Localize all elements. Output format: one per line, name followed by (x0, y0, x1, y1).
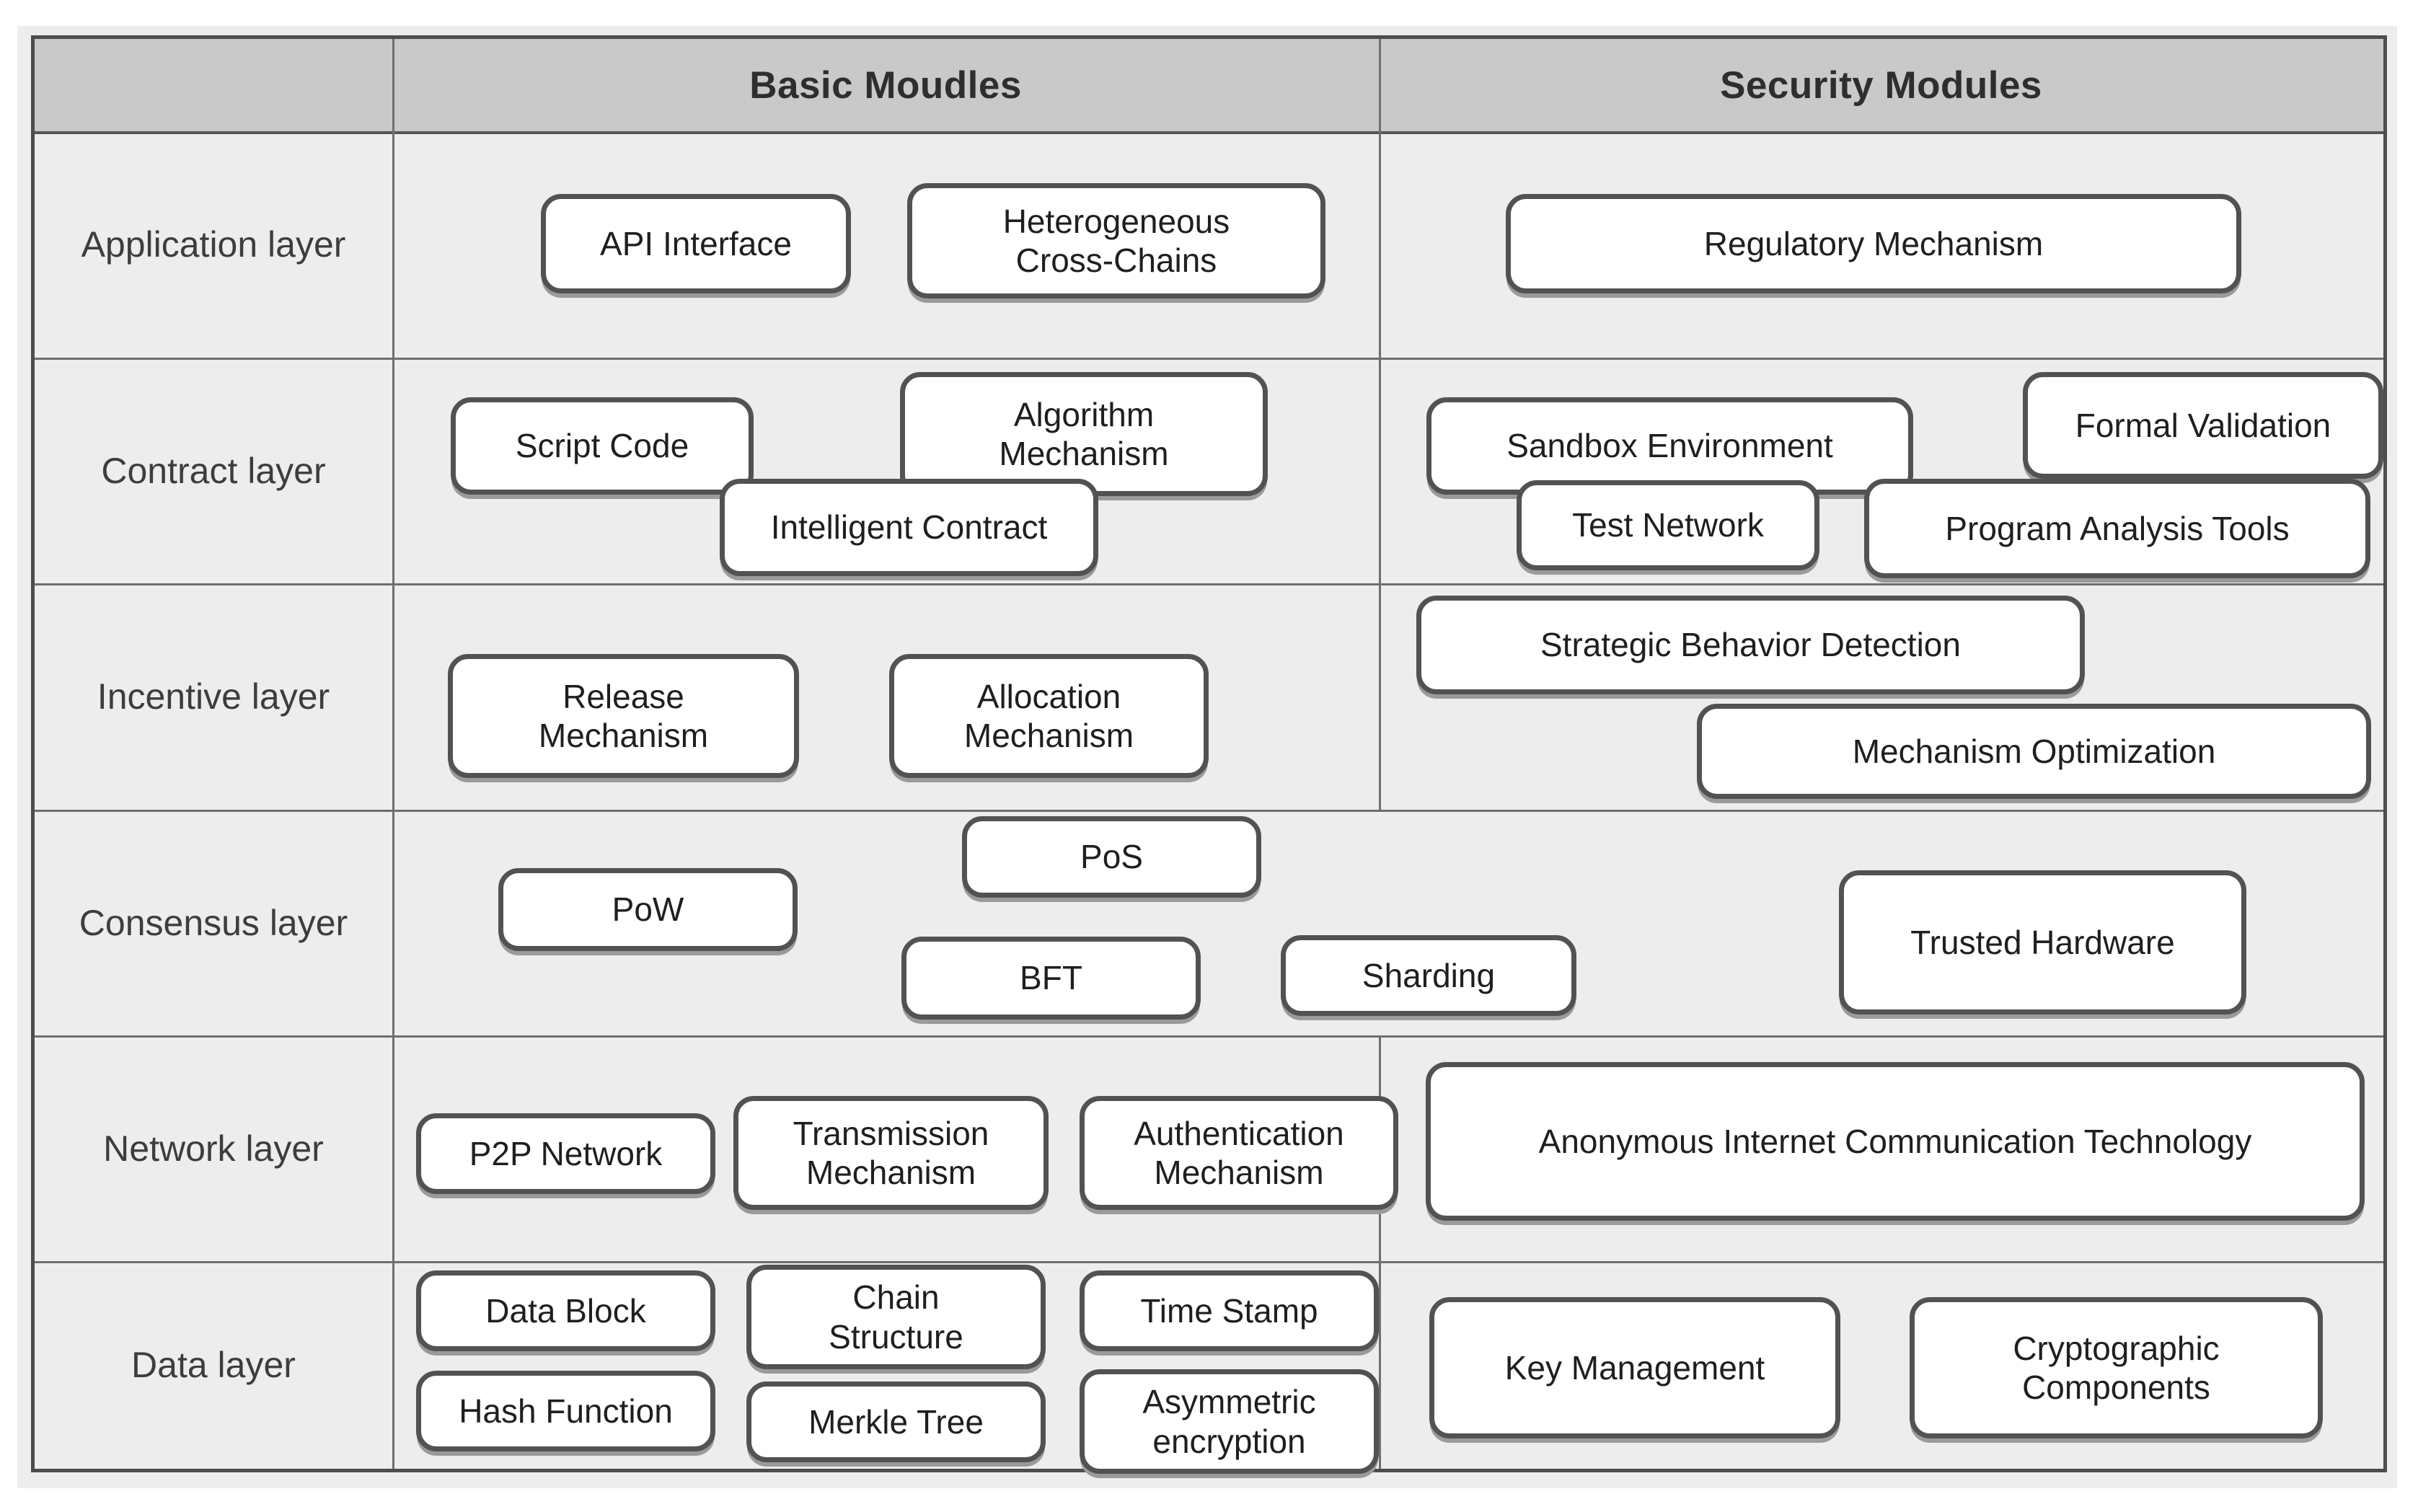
box-hash-function: Hash Function (416, 1371, 715, 1451)
grid-line-row4 (35, 1035, 2383, 1038)
box-formal-validation: Formal Validation (2023, 372, 2383, 479)
layer-label-data-text: Data layer (131, 1345, 296, 1385)
grid-line-label-column (392, 39, 394, 1469)
box-sharding: Sharding (1281, 935, 1576, 1016)
column-header-basic-label: Basic Moudles (749, 63, 1022, 107)
layer-label-incentive: Incentive layer (35, 583, 392, 810)
box-program-analysis-tools: Program Analysis Tools (1864, 479, 2370, 578)
layer-label-network-text: Network layer (103, 1128, 324, 1169)
box-test-network: Test Network (1517, 480, 1819, 570)
layer-label-application-text: Application layer (81, 224, 346, 265)
box-bft: BFT (901, 937, 1201, 1020)
box-merkle-tree: Merkle Tree (746, 1381, 1046, 1462)
box-asymmetric-encryption: Asymmetric encryption (1080, 1369, 1379, 1474)
layer-label-incentive-text: Incentive layer (97, 676, 330, 717)
box-heterogeneous-cross-chains: Heterogeneous Cross-Chains (907, 183, 1325, 299)
architecture-table: Basic Moudles Security Modules Applicati… (31, 35, 2387, 1474)
grid-line-row2 (35, 583, 2383, 585)
grid-line-row5 (35, 1261, 2383, 1263)
grid-line-header-bottom (35, 131, 2383, 134)
box-trusted-hardware: Trusted Hardware (1839, 870, 2246, 1014)
layer-label-application: Application layer (35, 131, 392, 358)
box-data-block: Data Block (416, 1270, 715, 1351)
layer-label-contract: Contract layer (35, 358, 392, 583)
box-algorithm-mechanism: Algorithm Mechanism (900, 372, 1268, 496)
box-strategic-behavior-detection: Strategic Behavior Detection (1416, 596, 2085, 694)
box-release-mechanism: Release Mechanism (448, 654, 799, 778)
box-script-code: Script Code (451, 397, 754, 495)
box-sandbox-environment: Sandbox Environment (1426, 397, 1913, 495)
box-anonymous-internet-communication-technology: Anonymous Internet Communication Technol… (1426, 1062, 2365, 1221)
grid-line-row3 (35, 810, 2383, 812)
box-regulatory-mechanism: Regulatory Mechanism (1506, 194, 2241, 293)
table-inner: Basic Moudles Security Modules Applicati… (35, 39, 2383, 1474)
box-pow: PoW (498, 868, 798, 951)
header-row-background (35, 39, 2383, 131)
layer-label-network: Network layer (35, 1035, 392, 1261)
column-header-security-label: Security Modules (1720, 63, 2042, 107)
grid-line-column-divider-upper (1379, 39, 1381, 810)
box-intelligent-contract: Intelligent Contract (720, 479, 1098, 576)
box-cryptographic-components: Cryptographic Components (1910, 1297, 2323, 1438)
column-header-security-modules: Security Modules (1379, 39, 2383, 131)
grid-line-column-divider-lower (1379, 1035, 1381, 1469)
box-mechanism-optimization: Mechanism Optimization (1697, 704, 2371, 799)
box-key-management: Key Management (1429, 1297, 1840, 1438)
grid-line-row1 (35, 358, 2383, 360)
box-pos: PoS (962, 816, 1261, 898)
box-chain-structure: Chain Structure (746, 1265, 1046, 1369)
box-p2p-network: P2P Network (416, 1113, 715, 1194)
box-api-interface: API Interface (541, 194, 851, 293)
box-transmission-mechanism: Transmission Mechanism (733, 1096, 1049, 1210)
layer-label-contract-text: Contract layer (101, 450, 326, 491)
box-time-stamp: Time Stamp (1080, 1270, 1379, 1351)
column-header-basic-modules: Basic Moudles (392, 39, 1379, 131)
layer-label-consensus: Consensus layer (35, 810, 392, 1035)
layer-label-data: Data layer (35, 1261, 392, 1469)
box-authentication-mechanism: Authentication Mechanism (1080, 1096, 1398, 1210)
layer-label-consensus-text: Consensus layer (79, 902, 348, 943)
box-allocation-mechanism: Allocation Mechanism (889, 654, 1209, 778)
